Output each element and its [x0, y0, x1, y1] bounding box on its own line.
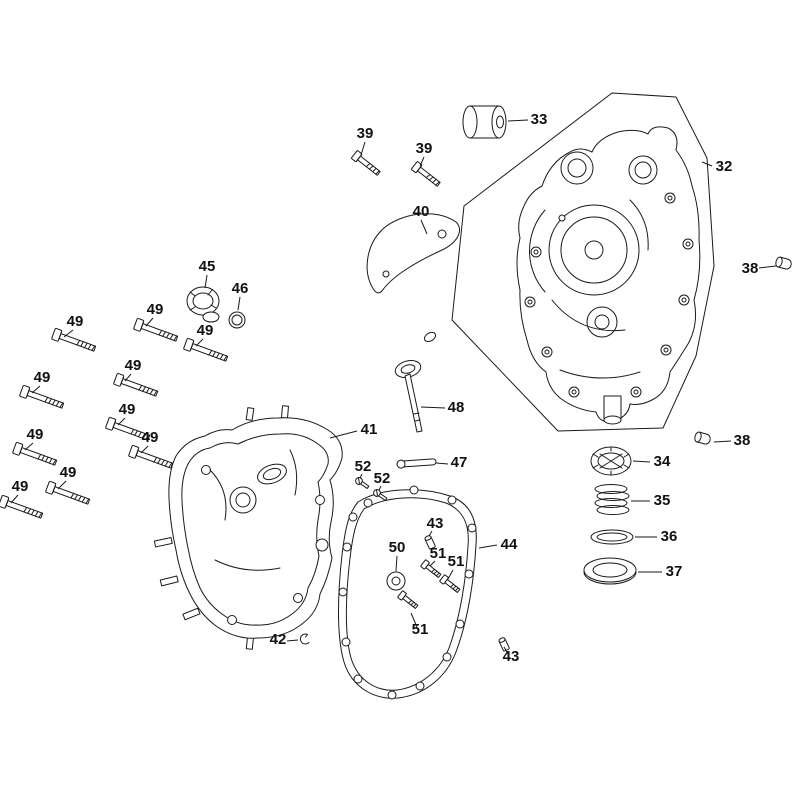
callout-49-1: 49 [67, 313, 84, 330]
oil-strainer-cap [590, 446, 632, 476]
cap-38-2 [693, 430, 712, 446]
callout-49-10: 49 [12, 478, 29, 495]
pin-rod [396, 458, 437, 469]
flange-bolt-49-5 [112, 372, 160, 400]
callout-49-3: 49 [197, 322, 214, 339]
leader-lines [10, 119, 777, 655]
callout-36: 36 [661, 528, 678, 545]
flange-bolt-49-6 [11, 441, 59, 469]
flange-bolt-49-1 [50, 327, 98, 355]
oil-passage-stub [603, 395, 622, 425]
callout-32: 32 [716, 158, 733, 175]
callout-49-5: 49 [125, 357, 142, 374]
washer-50 [386, 571, 406, 591]
callout-52-2: 52 [374, 470, 391, 487]
callout-37: 37 [666, 563, 683, 580]
callout-34: 34 [654, 453, 671, 470]
oil-dipstick [394, 360, 423, 433]
callout-51-1: 51 [430, 545, 447, 562]
flange-bolt-49-3 [182, 337, 230, 365]
callout-47: 47 [451, 454, 468, 471]
callout-49-9: 49 [60, 464, 77, 481]
flange-bolt-49-2 [132, 317, 180, 345]
cap-38-1 [774, 255, 793, 271]
flange-bolt-39-1 [350, 149, 383, 178]
threaded-plug [186, 286, 220, 323]
callout-42: 42 [270, 631, 287, 648]
callout-43-2: 43 [503, 648, 520, 665]
roller-bushing [462, 105, 507, 139]
clip-42 [299, 633, 310, 645]
baffle-plate [366, 213, 460, 294]
callout-39-2: 39 [416, 140, 433, 157]
callout-39-1: 39 [357, 125, 374, 142]
callout-52-1: 52 [355, 458, 372, 475]
flange-bolt-49-8 [127, 444, 175, 472]
screw-52-1 [353, 475, 371, 491]
callout-41: 41 [361, 421, 378, 438]
o-ring [590, 529, 634, 545]
strainer-spring [594, 484, 630, 515]
callout-35: 35 [654, 492, 671, 509]
callout-49-2: 49 [147, 301, 164, 318]
callout-33: 33 [531, 111, 548, 128]
callout-44: 44 [501, 536, 518, 553]
callout-38-1: 38 [742, 260, 759, 277]
bolt-holes [524, 192, 694, 398]
flange-bolt-49-4 [18, 384, 66, 412]
dowel-detail [423, 331, 437, 343]
callout-51-2: 51 [448, 553, 465, 570]
callout-50: 50 [389, 539, 406, 556]
callout-51-3: 51 [412, 621, 429, 638]
callout-43-1: 43 [427, 515, 444, 532]
crankcase-boundary-outline [451, 92, 715, 432]
callout-49-6: 49 [27, 426, 44, 443]
callout-49-8: 49 [142, 429, 159, 446]
seal-cup [583, 557, 637, 585]
right-crankcase-casting [423, 126, 701, 425]
callout-40: 40 [413, 203, 430, 220]
callout-48: 48 [448, 399, 465, 416]
callout-38-2: 38 [734, 432, 751, 449]
cover-gasket [338, 485, 477, 700]
callout-labels: 39 39 33 32 40 38 45 46 49 49 49 49 49 4… [12, 111, 759, 665]
flange-bolt-39-2 [410, 160, 443, 189]
flange-bolt-49-9 [44, 480, 92, 508]
flange-bolt-49-10 [0, 494, 45, 522]
callout-46: 46 [232, 280, 249, 297]
callout-49-4: 49 [34, 369, 51, 386]
callout-49-7: 49 [119, 401, 136, 418]
left-crankcase-cover [153, 405, 343, 650]
small-o-ring [228, 311, 246, 329]
callout-45: 45 [199, 258, 216, 275]
